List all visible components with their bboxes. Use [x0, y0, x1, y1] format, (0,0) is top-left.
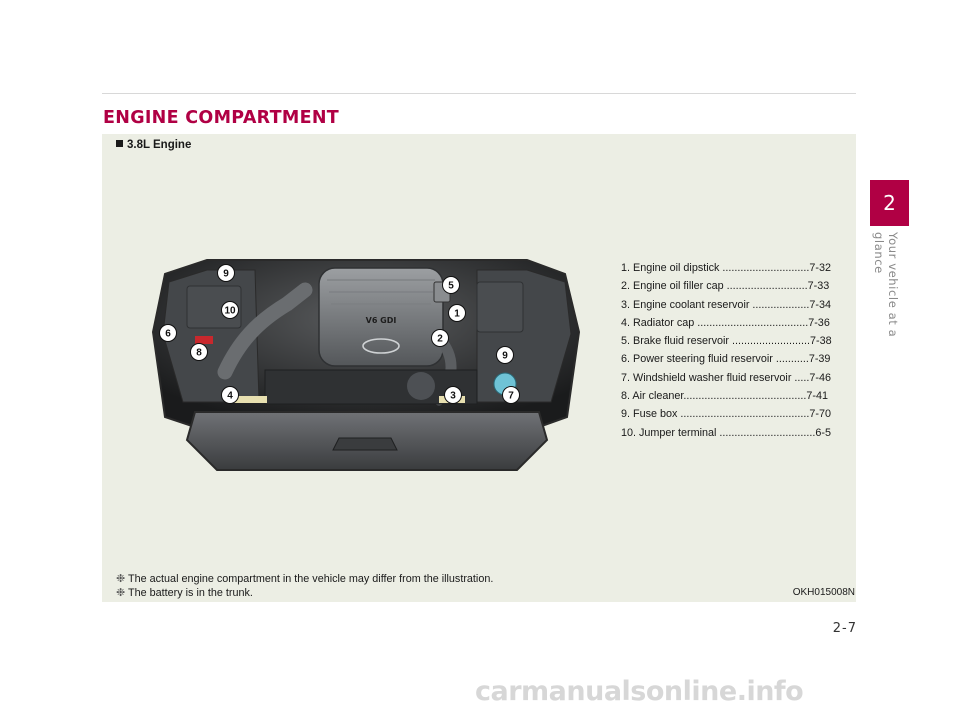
callout-label: 1: [454, 309, 460, 320]
callout-marker: 5: [442, 276, 460, 294]
note-text: The actual engine compartment in the veh…: [128, 573, 494, 585]
legend-item: 8. Air cleaner..........................…: [621, 390, 829, 403]
callout-marker: 1: [448, 304, 466, 322]
note-text: The battery is in the trunk.: [128, 586, 253, 599]
callout-label: 9: [223, 269, 229, 280]
callout-marker: 8: [190, 343, 208, 361]
callout-label: 5: [448, 281, 454, 292]
callout-label: 2: [437, 334, 443, 345]
legend-item: 1. Engine oil dipstick .................…: [621, 262, 832, 274]
figure-notes: ❉The actual engine compartment in the ve…: [116, 573, 493, 600]
hood-latch-shape: [332, 437, 398, 451]
callout-marker: 7: [502, 386, 520, 404]
note-line: ❉The battery is in the trunk.: [116, 587, 493, 601]
component-legend: 1. Engine oil dipstick .................…: [621, 259, 848, 442]
kia-logo-shape: [362, 338, 400, 354]
legend-item: 6. Power steering fluid reservoir ......…: [621, 353, 831, 366]
callout-marker: 9: [217, 264, 235, 282]
air-intake-duct: [217, 282, 313, 380]
note-line: ❉The actual engine compartment in the ve…: [116, 573, 493, 587]
engine-illustration: V6 GDI 9 10 6 8 4 5 1 2 9 3 7: [151, 259, 581, 471]
fuse-box-right-shape: [476, 281, 524, 333]
note-mark-icon: ❉: [116, 586, 126, 599]
callout-label: 3: [450, 391, 456, 402]
warning-label-red: [195, 336, 213, 344]
chapter-title: Your vehicle at a glance: [872, 232, 900, 338]
callout-marker: 9: [496, 346, 514, 364]
chapter-tab: 2: [870, 180, 909, 226]
callout-label: 8: [196, 348, 202, 359]
page-number: 2-7: [832, 621, 857, 636]
header-rule: [102, 93, 856, 94]
engine-badge: V6 GDI: [366, 316, 397, 325]
callout-label: 4: [227, 391, 233, 402]
callout-marker: 10: [221, 301, 239, 319]
callout-marker: 2: [431, 329, 449, 347]
callout-marker: 4: [221, 386, 239, 404]
callout-label: 7: [508, 391, 514, 402]
engine-label-text: 3.8L Engine: [127, 139, 192, 151]
watermark: carmanualsonline.info: [475, 676, 804, 707]
callout-marker: 6: [159, 324, 177, 342]
page-title: ENGINE COMPARTMENT: [103, 108, 340, 128]
legend-item: 2. Engine oil filler cap ...............…: [621, 280, 830, 293]
legend-item: 7. Windshield washer fluid reservoir ...…: [621, 371, 832, 384]
callout-label: 10: [224, 306, 236, 317]
square-bullet-icon: [116, 140, 123, 147]
figure-code: OKH015008N: [792, 587, 855, 598]
callout-marker: 3: [444, 386, 462, 404]
callout-label: 6: [165, 329, 171, 340]
warning-label-left: [233, 396, 267, 403]
legend-item: 9. Fuse box ............................…: [621, 408, 832, 421]
legend-item: 4. Radiator cap ........................…: [621, 316, 830, 329]
legend-item: 5. Brake fluid reservoir ...............…: [621, 335, 832, 348]
legend-item: 3. Engine coolant reservoir ............…: [621, 298, 832, 311]
callout-label: 9: [502, 351, 508, 362]
note-mark-icon: ❉: [116, 573, 126, 585]
engine-label: 3.8L Engine: [116, 139, 191, 151]
callout-group: 9 10 6 8 4 5 1 2 9 3 7: [159, 264, 520, 404]
legend-item: 10. Jumper terminal ....................…: [621, 426, 832, 439]
